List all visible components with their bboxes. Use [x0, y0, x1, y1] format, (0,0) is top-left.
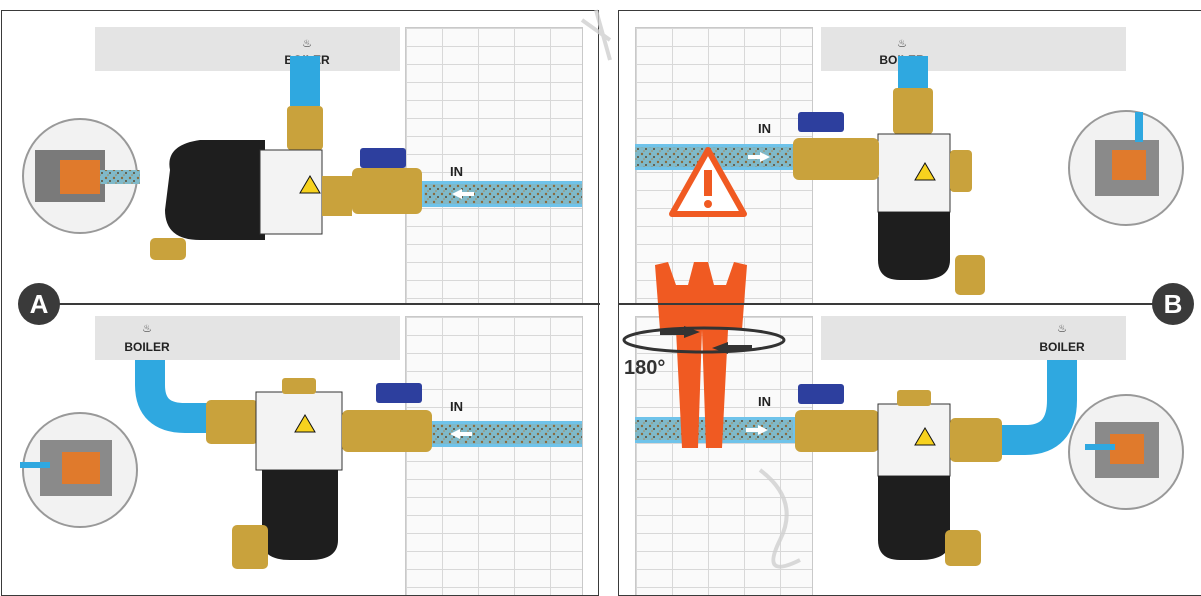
inset-detail-bottom-right — [1069, 395, 1183, 509]
badge-a: A — [18, 283, 60, 325]
filter-bottom-left — [206, 378, 432, 569]
filter-top-left — [150, 106, 422, 260]
inset-detail-top-right — [1069, 111, 1183, 225]
filter-top-right — [793, 88, 985, 295]
pipe-boiler-bottom-right — [995, 360, 1062, 440]
divider-a — [48, 303, 600, 305]
badge-b: B — [1152, 283, 1194, 325]
pipe-in-bottom-left — [420, 421, 582, 447]
rotation-label: 180° — [624, 357, 665, 380]
inset-detail-bottom-left — [20, 413, 137, 527]
pipe-in-top-left — [420, 181, 582, 207]
filter-bottom-right — [795, 384, 1002, 566]
divider-b — [618, 303, 1158, 305]
pipe-boiler-top-left — [290, 56, 320, 106]
inset-detail-top-left — [23, 119, 140, 233]
pipe-boiler-top-right — [898, 56, 928, 90]
pipe-boiler-bottom-left — [150, 360, 210, 418]
